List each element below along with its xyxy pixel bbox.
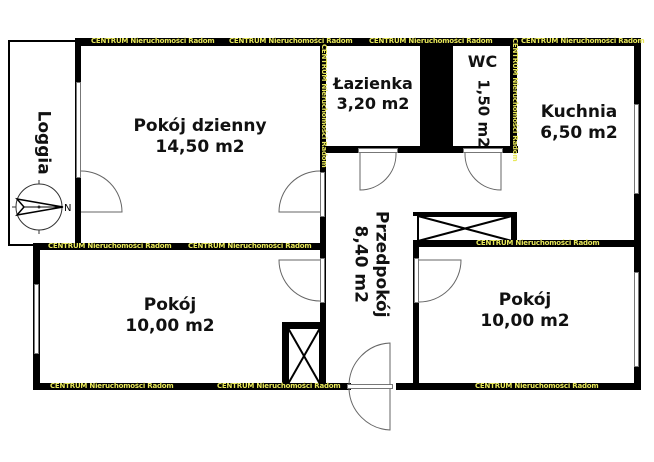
room-label-kitchen: Kuchnia 6,50 m2 xyxy=(523,102,635,145)
compass-north-label: N xyxy=(64,203,71,214)
watermark: CENTRUM Nieruchomości Radom xyxy=(229,37,353,45)
watermark: CENTRUM Nieruchomości Radom xyxy=(476,239,600,247)
room-area: 10,00 m2 xyxy=(480,311,570,332)
room-area: 10,00 m2 xyxy=(125,316,215,337)
watermark: CENTRUM Nieruchomości Radom xyxy=(521,37,645,45)
room-label-right-room: Pokój 10,00 m2 xyxy=(455,290,595,333)
window-left-room xyxy=(34,284,39,354)
wall-middle-horizontal xyxy=(33,243,326,250)
door-opening-bathroom xyxy=(358,148,398,153)
watermark: CENTRUM Nieruchomości Radom xyxy=(91,37,215,45)
closet-left xyxy=(287,327,321,385)
room-name: Loggia xyxy=(33,110,54,175)
room-label-loggia: Loggia xyxy=(32,98,54,188)
door-opening-living xyxy=(320,172,325,217)
door-swing-right-room xyxy=(418,259,462,303)
watermark: CENTRUM Nieruchomości Radom xyxy=(48,242,172,250)
wall-left-room-right xyxy=(320,243,326,390)
room-label-wc-area: 1,50 m2 xyxy=(474,74,493,152)
door-opening-wc xyxy=(463,148,503,153)
room-name: Pokój dzienny xyxy=(133,116,267,136)
door-swing-entrance-in xyxy=(348,342,391,386)
room-label-wc-name: WC xyxy=(455,52,510,72)
room-name: Kuchnia xyxy=(540,102,618,122)
watermark: CENTRUM Nieruchomości Radom xyxy=(50,382,174,390)
window-right-room xyxy=(634,272,639,367)
door-opening-entrance xyxy=(347,384,393,389)
room-name: Pokój xyxy=(498,290,552,310)
door-swing-entrance-out xyxy=(348,388,391,431)
door-opening-right-room xyxy=(414,258,419,303)
wall-kitchen-bottom xyxy=(413,240,641,247)
wall-bottom-left xyxy=(33,383,351,390)
room-label-bathroom: Łazienka 3,20 m2 xyxy=(326,74,420,114)
wall-bottom-right xyxy=(396,383,641,390)
window-kitchen xyxy=(634,104,639,194)
window-living xyxy=(76,82,81,178)
door-swing-living-right xyxy=(278,170,321,213)
room-name: Łazienka xyxy=(333,74,413,93)
watermark: CENTRUM Nieruchomości Radom xyxy=(475,382,599,390)
room-area: 8,40 m2 xyxy=(350,225,370,303)
room-area: 14,50 m2 xyxy=(155,137,245,158)
wall-living-right xyxy=(320,38,326,250)
wall-top xyxy=(75,38,641,46)
closet-kitchen xyxy=(417,215,513,242)
wall-shaft xyxy=(420,38,453,153)
wall-kitchen-closet-right xyxy=(512,212,517,242)
wall-kitchen-closet-top xyxy=(413,212,516,216)
wall-wc-right xyxy=(510,38,517,153)
room-name: WC xyxy=(467,52,498,71)
room-area: 3,20 m2 xyxy=(336,94,410,113)
wall-right xyxy=(634,38,641,390)
room-name: Pokój xyxy=(143,295,197,315)
room-area: 1,50 m2 xyxy=(474,79,493,148)
door-swing-living-left xyxy=(80,170,123,213)
door-swing-bathroom xyxy=(359,152,397,191)
room-name: Przedpokój xyxy=(371,210,392,318)
room-label-living: Pokój dzienny 14,50 m2 xyxy=(110,116,290,159)
room-label-hallway: Przedpokój 8,40 m2 xyxy=(349,199,392,329)
watermark: CENTRUM Nieruchomości Radom xyxy=(369,37,493,45)
compass-icon xyxy=(12,180,64,234)
door-swing-wc xyxy=(464,152,502,191)
watermark: CENTRUM Nieruchomości Radom xyxy=(217,382,341,390)
wall-right-room-left xyxy=(413,240,419,390)
wall-closet-left xyxy=(282,322,288,390)
watermark: CENTRUM Nieruchomości Radom xyxy=(188,242,312,250)
door-swing-left-room xyxy=(278,259,321,302)
room-label-left-room: Pokój 10,00 m2 xyxy=(100,295,240,338)
room-area: 6,50 m2 xyxy=(540,123,618,144)
watermark-vertical: CENTRUM Nieruchomości Radom xyxy=(511,38,519,162)
door-opening-left-room xyxy=(320,258,325,303)
wall-closet-top xyxy=(282,322,326,328)
